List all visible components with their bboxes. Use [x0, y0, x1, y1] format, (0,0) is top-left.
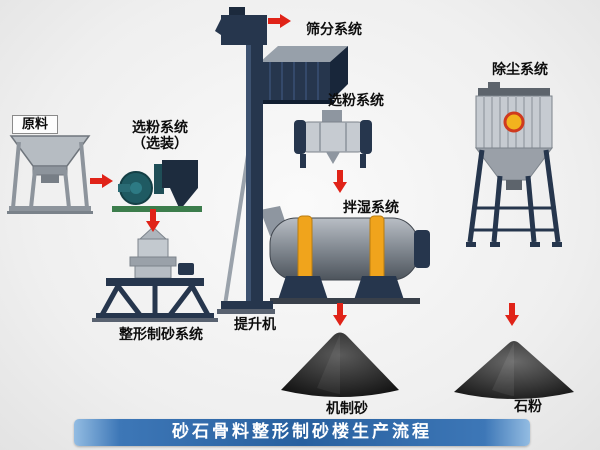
stone-powder-pile-icon: [450, 336, 578, 406]
classifier-optional-label-line1: 选粉系统: [132, 120, 188, 136]
classifier-machine-icon: [292, 108, 374, 174]
shaping-system-label: 整形制砂系统: [119, 327, 203, 343]
classifier-optional-machine-icon: [110, 158, 206, 220]
arrow-down-dust-to-powder: [504, 303, 520, 331]
classifier-optional-label: 选粉系统 （选装）: [114, 120, 206, 152]
raw-material-label: 原料: [12, 115, 59, 134]
arrow-down-classifier-to-mixing: [332, 170, 348, 198]
machine-sand-pile-icon: [277, 328, 403, 404]
arrow-right-elevator-to-screening: [268, 13, 292, 33]
mixing-drum-icon: [258, 204, 434, 310]
arrow-down-classifier-to-shaping: [145, 209, 161, 237]
classifier-system-label: 选粉系统: [328, 93, 384, 109]
bucket-elevator-icon: [215, 5, 277, 321]
screening-system-label: 筛分系统: [306, 22, 362, 38]
dust-collector-icon: [466, 80, 566, 260]
raw-material-hopper-icon: [5, 132, 95, 218]
elevator-label: 提升机: [234, 317, 276, 333]
arrow-right-raw-to-classifier: [90, 173, 114, 193]
classifier-optional-label-line2: （选装）: [132, 136, 188, 152]
stone-powder-label: 石粉: [514, 399, 542, 415]
mixing-system-label: 拌湿系统: [343, 200, 399, 216]
shaping-crusher-icon: [88, 225, 218, 327]
dust-removal-label: 除尘系统: [492, 62, 548, 78]
arrow-down-mixing-to-sand: [332, 303, 348, 331]
screening-machine-icon: [254, 40, 350, 110]
machine-sand-label: 机制砂: [326, 401, 368, 417]
banner-title: 砂石骨料整形制砂楼生产流程: [74, 419, 530, 446]
